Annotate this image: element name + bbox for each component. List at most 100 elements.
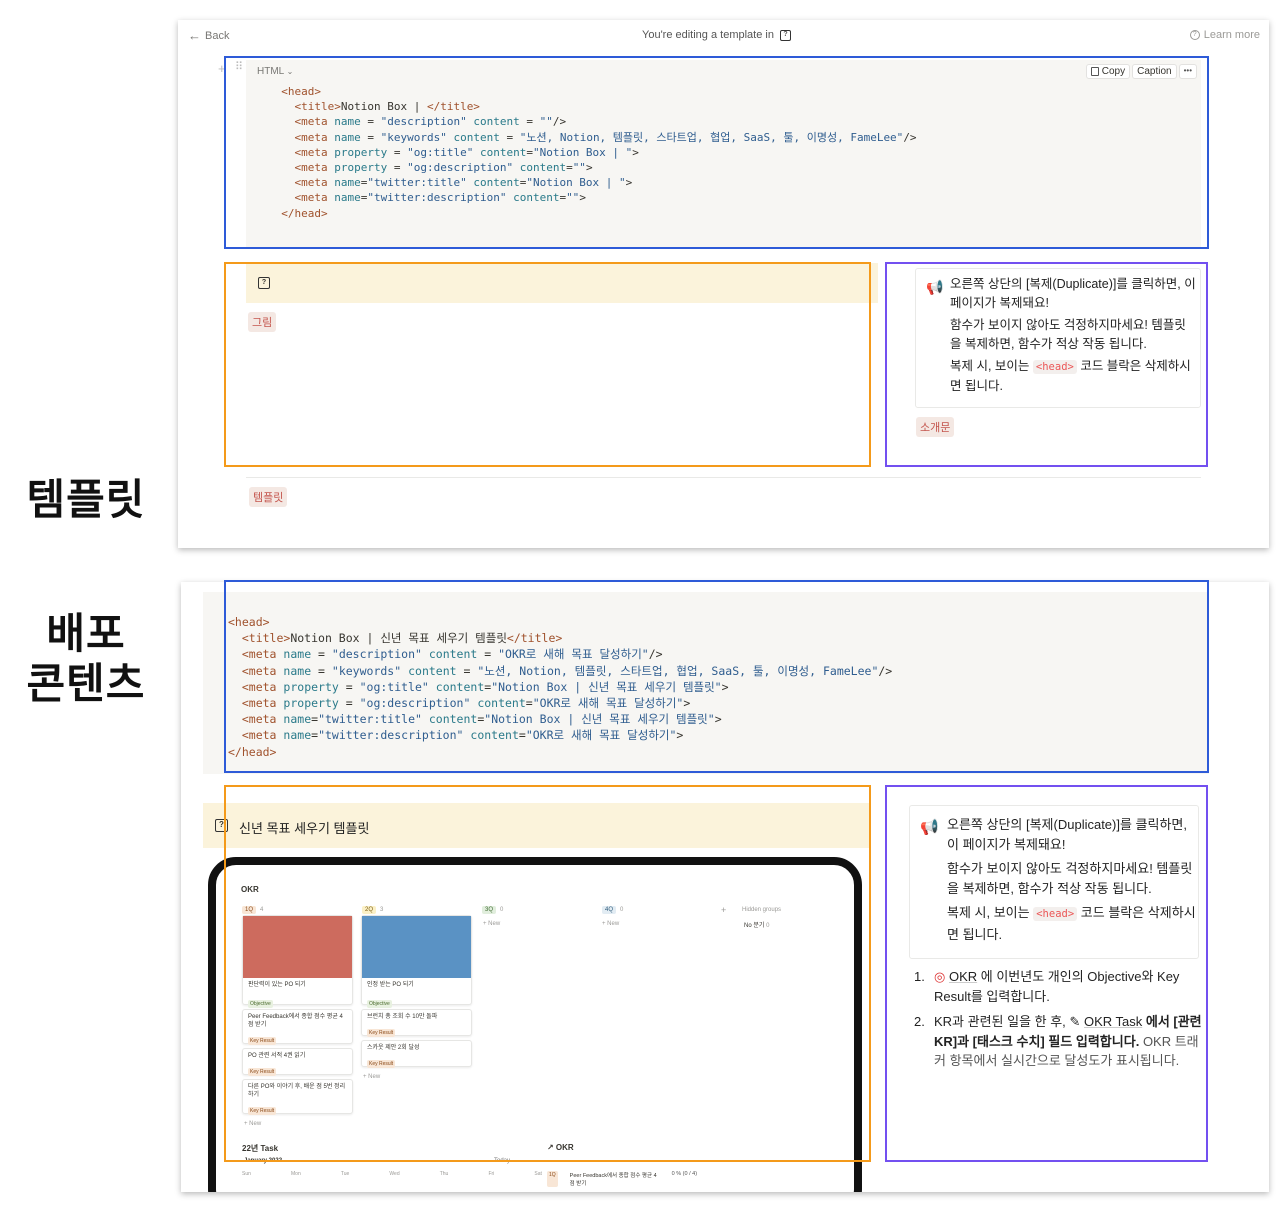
- language-selector[interactable]: HTML ⌄: [257, 66, 293, 77]
- kanban-card[interactable]: 브런치 총 조회 수 10만 돌파 Key Result: [361, 1009, 472, 1037]
- editing-text: You're editing a template in: [642, 29, 774, 41]
- card-cover: [362, 916, 471, 978]
- okr-link[interactable]: ↗ OKR: [547, 1143, 574, 1152]
- template-editor-window: ← Back You're editing a template in ? ? …: [178, 20, 1269, 548]
- card-tag: Key Result: [248, 1037, 277, 1045]
- new-4q[interactable]: + New: [602, 921, 620, 927]
- callout-p3-b: 코드 블락은 삭제하시면 됩니다.: [950, 359, 1191, 393]
- step-2-text-c: OKR 트래커 항목에서 실시간으로 달성도가 표시됩니다.: [934, 1033, 1199, 1069]
- head-code-inline: <head>: [1032, 360, 1077, 374]
- annotation-box-callout-top: [885, 262, 1208, 467]
- new-2q[interactable]: + New: [363, 1074, 381, 1080]
- card-tag: Key Result: [248, 1068, 277, 1076]
- callout-p3-a: 복제 시, 보이는: [947, 905, 1030, 920]
- okr-row[interactable]: 1Q Peer Feedback에서 종합 점수 평균 4점 받기 0 % (0…: [547, 1171, 847, 1187]
- learn-more-link[interactable]: ? Learn more: [1189, 29, 1260, 41]
- add-block-icon[interactable]: +: [218, 61, 226, 76]
- steps-list: 1. ◎ OKR 에 이번년도 개인의 Objective와 Key Resul…: [914, 967, 1206, 1071]
- image-placeholder-bar: ?: [246, 263, 878, 303]
- deployed-page-window: <head> <title>Notion Box | 신년 목표 세우기 템플릿…: [181, 582, 1269, 1192]
- annotation-box-image-top: [224, 262, 871, 467]
- editing-notice: You're editing a template in ?: [642, 29, 791, 41]
- divider: [246, 477, 1201, 478]
- code-line: <meta name="twitter:title" content="Noti…: [241, 712, 722, 727]
- okr-row-title: Peer Feedback에서 종합 점수 평균 4점 받기: [569, 1173, 657, 1187]
- step-1: 1. ◎ OKR 에 이번년도 개인의 Objective와 Key Resul…: [914, 967, 1206, 1006]
- label-deploy-2: 콘텐츠: [26, 659, 146, 708]
- back-button[interactable]: ← Back: [188, 28, 229, 43]
- megaphone-icon: 📢: [926, 279, 944, 295]
- intro-pill: 소개문: [916, 417, 955, 437]
- kanban-card[interactable]: 다른 PO와 이야기 후, 배운 점 5번 정리하기 Key Result: [242, 1079, 353, 1115]
- annotation-box-code-top: [224, 56, 1209, 249]
- kanban-card[interactable]: 스카웃 제안 2회 달성 Key Result: [361, 1040, 472, 1068]
- kanban-card[interactable]: Peer Feedback에서 종합 점수 평균 4점 받기 Key Resul…: [242, 1009, 353, 1045]
- no-view-group: No 분기 0: [744, 923, 770, 929]
- hidden-groups: Hidden groups: [742, 907, 782, 913]
- code-content-deployed: <head> <title>Notion Box | 신년 목표 세우기 템플릿…: [228, 614, 892, 760]
- language-label: HTML: [257, 66, 284, 77]
- card-tag: Key Result: [367, 1029, 396, 1037]
- weekday-label: Sat: [534, 1171, 542, 1177]
- code-line: <meta name = "keywords" content = "노션, N…: [241, 663, 893, 678]
- notion-box-icon: ?: [779, 29, 791, 41]
- callout-p3-a: 복제 시, 보이는: [950, 359, 1030, 373]
- code-line: <head>: [228, 615, 270, 629]
- drag-handle-icon[interactable]: ⠿: [235, 61, 243, 73]
- card-title: PO 관련 서적 4권 읽기: [248, 1053, 306, 1059]
- callout-p3: 복제 시, 보이는 <head> 코드 블락은 삭제하시면 됩니다.: [947, 903, 1197, 944]
- step-2: 2. KR과 관련된 일을 한 후, ✎ OKR Task 에서 [관련 KR]…: [914, 1012, 1206, 1071]
- code-line: <meta name="twitter:description" content…: [241, 728, 684, 743]
- page-title: 신년 목표 세우기 템플릿: [239, 821, 370, 836]
- megaphone-icon: 📢: [920, 819, 939, 836]
- code-line: <meta name="twitter:description" content…: [294, 191, 586, 205]
- code-line: <meta property = "og:title" content="Not…: [241, 679, 729, 694]
- weekday-label: Wed: [389, 1171, 400, 1177]
- notion-box-icon: ?: [215, 819, 228, 832]
- kanban-card[interactable]: PO 관련 서적 4권 읽기 Key Result: [242, 1048, 353, 1076]
- kanban-card[interactable]: 인정 받는 PO 되기 Objective: [361, 915, 472, 1008]
- label-deploy-1: 배포: [46, 609, 126, 658]
- duplicate-callout-deployed: 📢 오른쪽 상단의 [복제(Duplicate)]를 클릭하면, 이 페이지가 …: [909, 805, 1199, 959]
- callout-p1: 오른쪽 상단의 [복제(Duplicate)]를 클릭하면, 이 페이지가 복제…: [950, 277, 1196, 310]
- card-tag: Objective: [367, 1000, 392, 1008]
- code-line: <meta name="twitter:title" content="Noti…: [294, 176, 633, 190]
- more-options-icon[interactable]: •••: [1178, 64, 1197, 79]
- code-content: <head> <title>Notion Box | </title> <met…: [268, 84, 916, 221]
- intro-pill-label: 소개문: [916, 417, 955, 437]
- weekday-label: Thu: [439, 1171, 449, 1177]
- page-title-bar: ? 신년 목표 세우기 템플릿: [203, 803, 870, 848]
- annotation-box-callout-bottom: [885, 785, 1208, 1162]
- code-line: <head>: [281, 85, 321, 98]
- code-toolbar: Copy Caption •••: [1085, 64, 1197, 79]
- okr-task-link[interactable]: OKR Task: [1083, 1014, 1143, 1029]
- card-tag: Key Result: [248, 1107, 277, 1115]
- checklist-icon: ✎: [1069, 1014, 1081, 1029]
- okr-link[interactable]: OKR: [948, 969, 978, 984]
- callout-p3-b: 코드 블락은 삭제하시면 됩니다.: [947, 905, 1196, 942]
- task-title: 22년 Task: [242, 1144, 279, 1153]
- card-cover: [243, 916, 352, 978]
- code-block-head[interactable]: HTML ⌄ Copy Caption ••• <head> <title>No…: [246, 60, 1201, 248]
- target-icon: ◎: [934, 969, 946, 984]
- caption-button[interactable]: Caption: [1132, 64, 1177, 79]
- step-number: 2.: [914, 1014, 925, 1029]
- new-1q[interactable]: + New: [244, 1121, 262, 1127]
- callout-p2: 함수가 보이지 않아도 걱정하지마세요! 템플릿을 복제하면, 함수가 적상 작…: [950, 318, 1186, 351]
- code-block-head-deployed: <head> <title>Notion Box | 신년 목표 세우기 템플릿…: [203, 592, 1209, 774]
- copy-button[interactable]: Copy: [1085, 64, 1131, 79]
- back-label: Back: [205, 29, 230, 42]
- weekday-label: Fri: [488, 1171, 495, 1177]
- kanban-card[interactable]: 판단력이 있는 PO 되기 Objective: [242, 915, 353, 1008]
- code-line: <meta property = "og:title" content="Not…: [294, 145, 639, 159]
- card-title: 판단력이 있는 PO 되기: [248, 982, 306, 988]
- okr-db-title: OKR: [241, 885, 259, 894]
- step-2-text-a: KR과 관련된 일을 한 후,: [934, 1014, 1066, 1029]
- copy-label: Copy: [1101, 66, 1126, 77]
- new-3q[interactable]: + New: [483, 921, 501, 927]
- add-group-icon[interactable]: +: [721, 905, 727, 915]
- chevron-down-icon: ⌄: [286, 67, 294, 76]
